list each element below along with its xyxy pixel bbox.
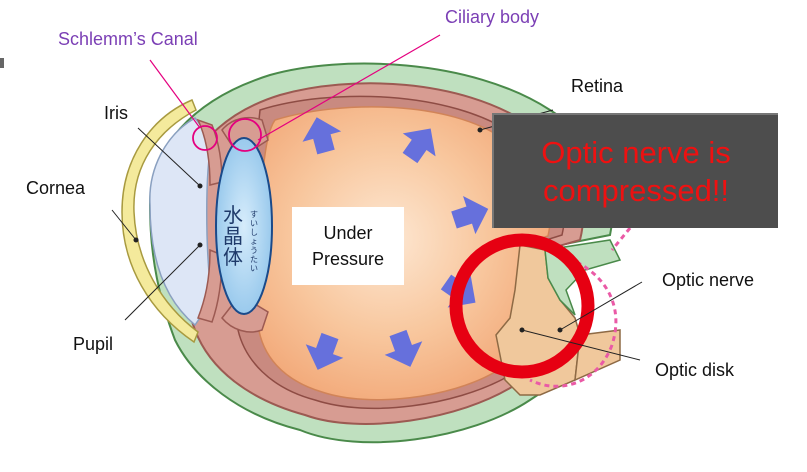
under-pressure-line2: Pressure	[312, 246, 384, 272]
lens-kana-2: い	[250, 219, 259, 228]
lens-kana-1: す	[250, 210, 259, 219]
lens-kanji-label: 水 晶 体	[222, 205, 244, 268]
under-pressure-line1: Under	[323, 220, 372, 246]
callout-line2: compressed!!	[543, 172, 729, 210]
lens-kana-5: う	[250, 246, 259, 255]
lens-kanji-1: 水	[222, 205, 244, 226]
label-pupil: Pupil	[73, 334, 113, 355]
under-pressure-box: Under Pressure	[292, 207, 404, 285]
label-schlemms-canal: Schlemm’s Canal	[58, 29, 198, 50]
lens-kanji-2: 晶	[222, 226, 244, 247]
corner-mark	[0, 58, 4, 68]
dashed-connector	[612, 228, 630, 250]
label-cornea: Cornea	[26, 178, 85, 199]
callout-line1: Optic nerve is	[541, 134, 731, 172]
lens-kanji-3: 体	[222, 247, 244, 268]
label-retina: Retina	[571, 76, 623, 97]
label-optic-nerve: Optic nerve	[662, 270, 754, 291]
lens-kana-4: ょ	[250, 237, 259, 246]
lens-kana-7: い	[250, 264, 259, 273]
optic-nerve-compressed-callout: Optic nerve is compressed!!	[492, 113, 778, 228]
lens-kana-3: し	[250, 228, 259, 237]
label-iris: Iris	[104, 103, 128, 124]
label-optic-disk: Optic disk	[655, 360, 734, 381]
lens-kana-6: た	[250, 255, 259, 264]
label-ciliary-body: Ciliary body	[445, 7, 539, 28]
lens-kana-label: す い し ょ う た い	[250, 210, 259, 273]
